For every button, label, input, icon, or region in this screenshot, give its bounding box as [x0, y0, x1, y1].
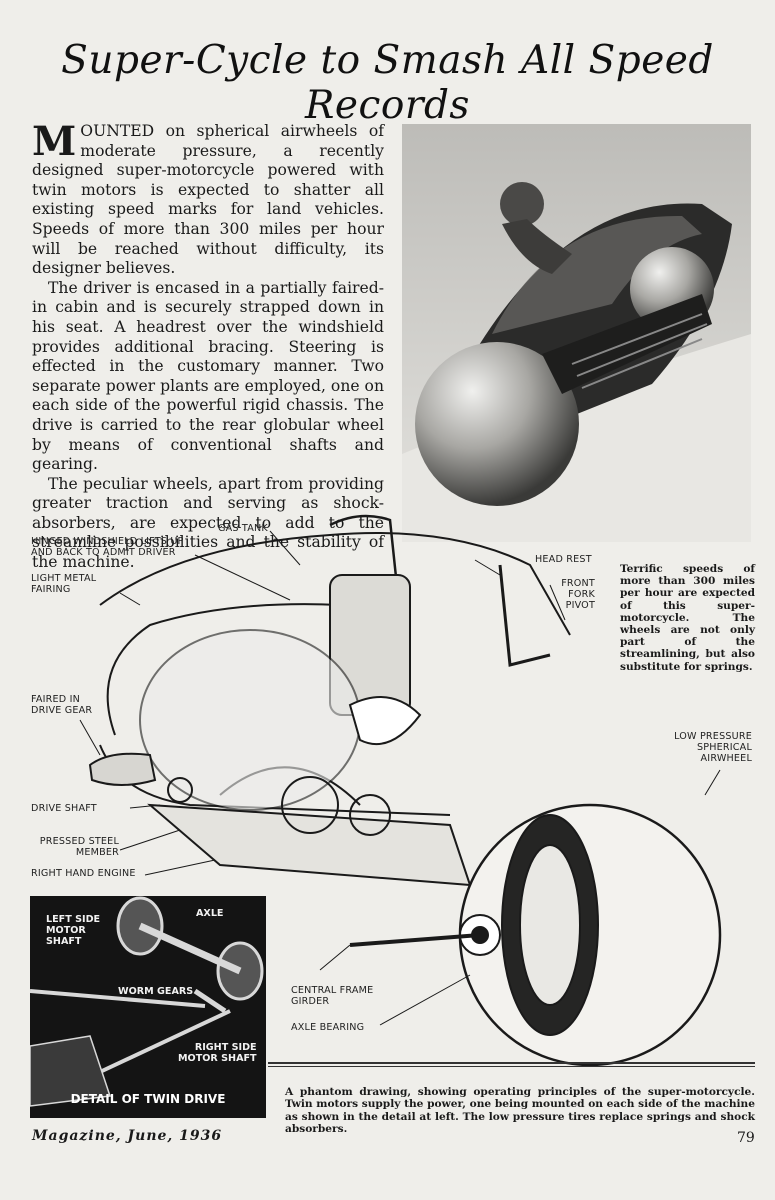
drop-cap: M [32, 118, 77, 165]
detail-title: DETAIL OF TWIN DRIVE [70, 1092, 226, 1106]
label-head-rest: HEAD REST [535, 554, 592, 565]
caption-rule [268, 1062, 755, 1064]
magazine-footer: Magazine, June, 1936 [32, 1128, 223, 1144]
label-axle-bearing: AXLE BEARING [291, 1022, 365, 1033]
twin-drive-illustration [30, 896, 264, 1107]
detail-right-motor-shaft: RIGHT SIDE MOTOR SHAFT [178, 1042, 257, 1064]
page-title: Super-Cycle to Smash All Speed Records [61, 38, 714, 128]
twin-drive-detail: LEFT SIDE MOTOR SHAFT AXLE WORM GEARS RI… [30, 896, 266, 1118]
phantom-drawing [30, 505, 760, 1090]
paragraph-1-text: OUNTED on spherical airwheels of moderat… [32, 122, 384, 278]
detail-worm-gears: WORM GEARS [118, 986, 194, 997]
detail-axle: AXLE [196, 908, 224, 919]
label-hinged-windshield: HINGED WINDSHIELD LIFTS UP AND BACK TO A… [31, 536, 184, 558]
caption-rule-thin [268, 1066, 755, 1067]
label-right-hand-engine: RIGHT HAND ENGINE [31, 868, 136, 879]
label-central-frame: CENTRAL FRAME GIRDER [291, 985, 374, 1007]
label-pressed-steel: PRESSED STEEL MEMBER [39, 836, 119, 858]
label-gas-tank: GAS TANK [218, 523, 268, 534]
detail-left-motor-shaft: LEFT SIDE MOTOR SHAFT [46, 914, 101, 947]
cutaway-illustration [79, 514, 722, 1067]
label-faired-drive-gear: FAIRED IN DRIVE GEAR [31, 694, 93, 716]
motorcycle-photo [402, 124, 751, 542]
label-front-fork-pivot: FRONT FORK PIVOT [561, 578, 595, 611]
label-light-metal-fairing: LIGHT METAL FAIRING [31, 573, 97, 595]
page-number: 79 [737, 1130, 755, 1146]
label-drive-shaft: DRIVE SHAFT [31, 803, 97, 814]
label-airwheel: LOW PRESSURE SPHERICAL AIRWHEEL [674, 731, 752, 764]
side-caption: Terrific speeds of more than 300 miles p… [620, 563, 755, 673]
figure-caption: A phantom drawing, showing operating pri… [285, 1086, 755, 1136]
article-paragraph-2: The driver is encased in a partially fai… [32, 278, 384, 474]
